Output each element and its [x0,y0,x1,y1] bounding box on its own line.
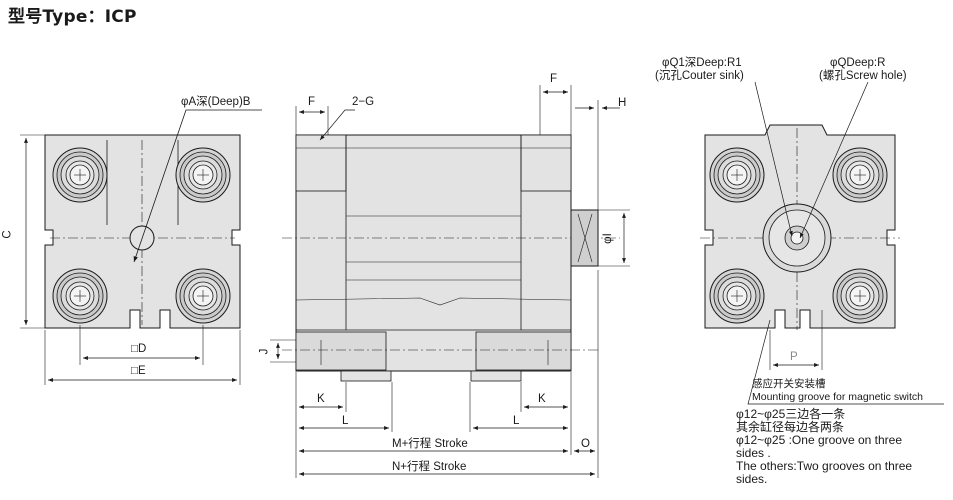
groove-label-en: Mounting groove for magnetic switch [752,391,923,403]
dim-f-right-label: F [550,73,558,85]
groove-label-cn: 感应开关安装槽 [752,378,826,390]
dim-p-label: P [790,351,798,363]
dim-j-label: J [258,348,271,355]
bolt-icon-rear-tr [832,147,888,203]
dim-l-left-label: L [342,415,349,427]
dim-d-label: □D [131,343,147,355]
note-line: φ12~φ25三边各一条 [736,407,846,421]
note-line: The others:Two grooves on three [736,459,913,473]
page-title: 型号Type：ICP [8,7,137,27]
rear-view [700,81,944,405]
q-label-line1: φQDeep:R [830,57,886,69]
dim-i-label: φI [601,233,614,244]
bolt-icon-tr [175,147,231,203]
dim-h-label: H [618,97,627,109]
q-label-line2: (螺孔Screw hole) [819,70,907,82]
dim-k-left-label: K [317,393,325,405]
bolt-icon-bl [52,268,108,324]
bolt-icon-rear-br [832,268,888,324]
dim-c-label: C [1,230,14,239]
side-view [270,85,630,478]
note-line: sides . [736,446,771,460]
bolt-icon-rear-bl [709,268,765,324]
dim-f-left-label: F [308,96,316,108]
groove-notes: φ12~φ25三边各一条 其余缸径每边各两条 φ12~φ25 :One groo… [736,408,948,486]
front-view [20,109,262,385]
q1-label-line2: (沉孔Couter sink) [655,70,744,82]
bolt-icon-br [175,268,231,324]
rod-end [570,209,599,267]
note-line: 其余缸径每边各两条 [736,420,845,434]
depth-label: φA深(Deep)B [181,96,251,108]
bolt-icon-rear-tl [709,147,765,203]
note-line: sides. [736,472,768,486]
bolt-icon-tl [52,147,108,203]
q1-label-line1: φQ1深Deep:R1 [662,57,742,69]
dim-o-label: O [581,438,590,450]
dim-2g-label: 2−G [352,96,375,108]
note-line: φ12~φ25 :One groove on three [736,433,903,447]
dim-e-label: □E [131,365,146,377]
dim-k-right-label: K [538,393,546,405]
dim-l-right-label: L [513,415,520,427]
dim-n-label: N+行程 Stroke [392,461,467,473]
dim-m-label: M+行程 Stroke [392,438,468,450]
